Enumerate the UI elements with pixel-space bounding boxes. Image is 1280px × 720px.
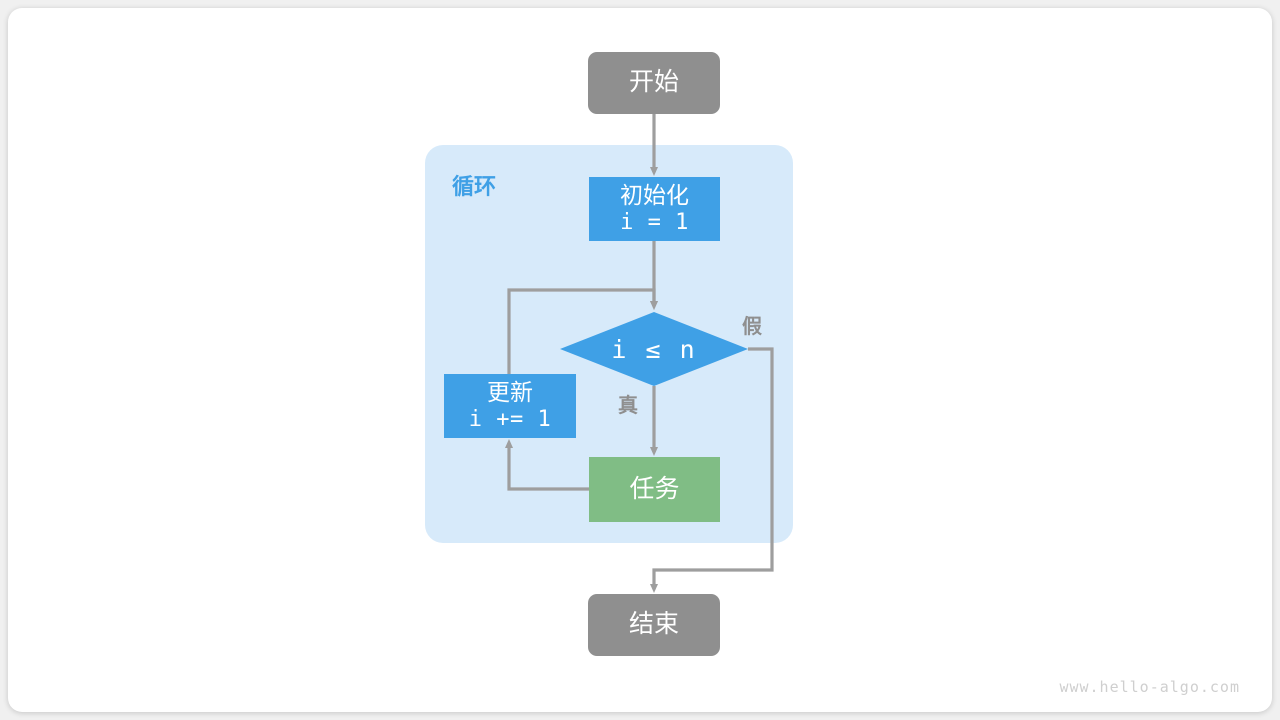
edge-task-to-update <box>505 439 589 491</box>
node-start-label: 开始 <box>628 68 679 97</box>
node-end[interactable]: 结束 <box>588 594 720 656</box>
node-end-label: 结束 <box>628 610 679 639</box>
node-condition[interactable] <box>560 312 748 386</box>
node-update-expression: i += 1 <box>468 406 552 432</box>
edge-label-false: 假 <box>742 316 762 338</box>
node-condition-label: i ≤ n <box>611 334 697 364</box>
edge-label-true: 真 <box>618 395 638 417</box>
node-task-label: 任务 <box>629 474 680 503</box>
loop-container-label: 循环 <box>452 174 497 199</box>
edge-cond-to-end <box>650 347 774 593</box>
node-initialize[interactable]: 初始化 i = 1 <box>589 177 720 241</box>
node-initialize-title: 初始化 <box>620 182 689 209</box>
edge-update-to-cond <box>507 288 658 374</box>
node-update-title: 更新 <box>487 379 533 406</box>
node-start[interactable]: 开始 <box>588 52 720 114</box>
node-update[interactable]: 更新 i += 1 <box>444 374 576 438</box>
watermark: www.hello-algo.com <box>1059 678 1240 696</box>
node-initialize-expression: i = 1 <box>620 209 689 235</box>
node-task[interactable]: 任务 <box>589 457 720 522</box>
